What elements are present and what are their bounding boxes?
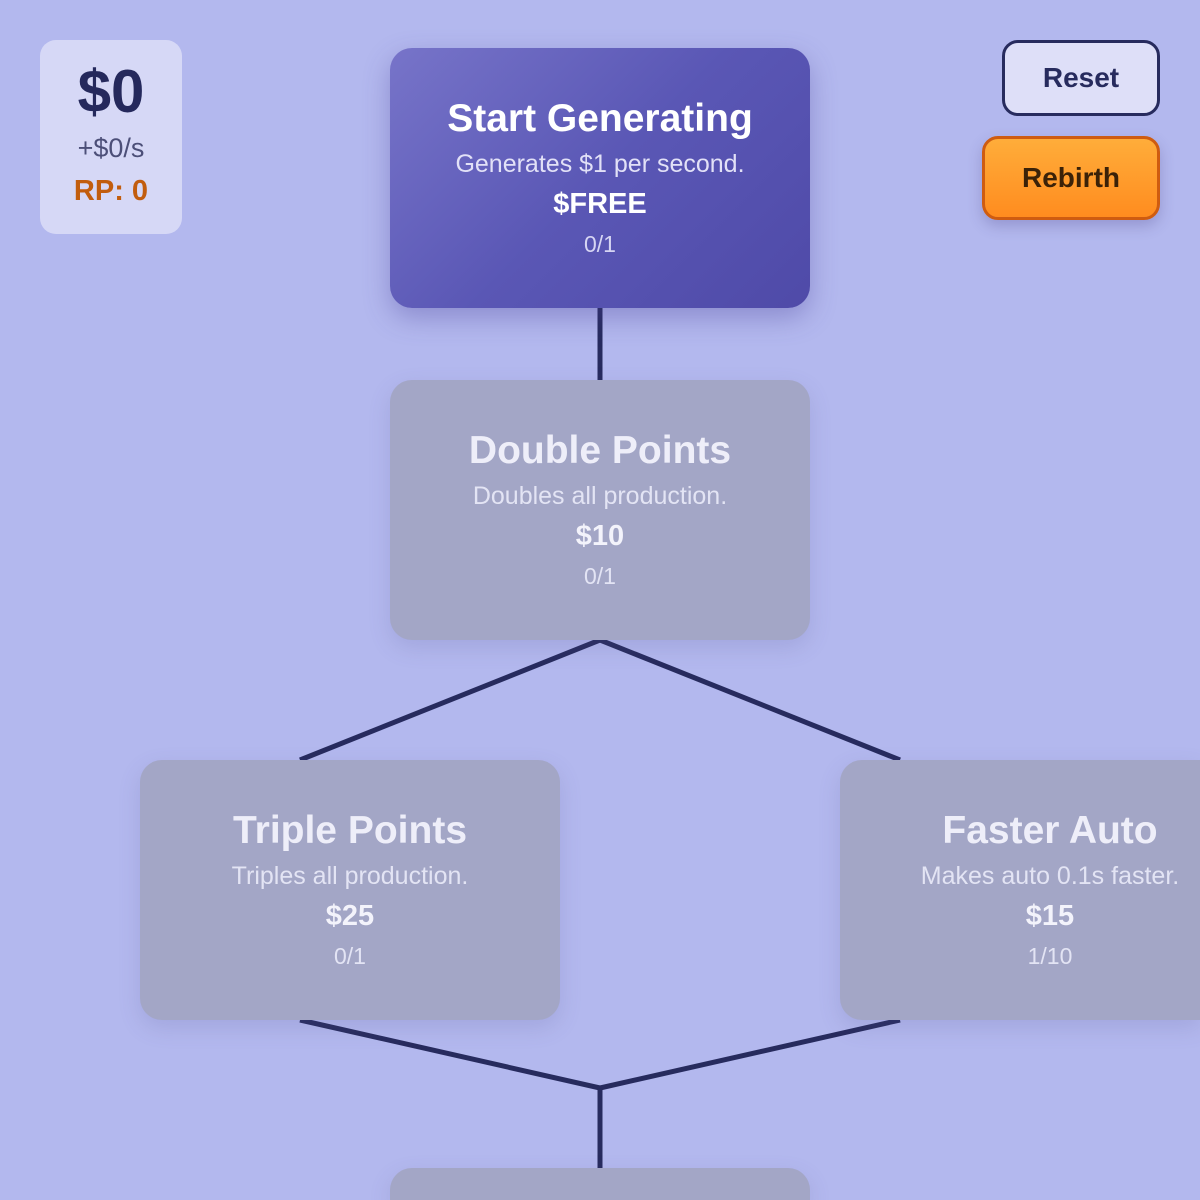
upgrade-description: Doubles all production. bbox=[472, 482, 728, 510]
upgrade-cost: $10 bbox=[575, 520, 625, 552]
reset-button[interactable]: Reset bbox=[1002, 40, 1160, 116]
upgrade-description: Generates $1 per second. bbox=[455, 150, 745, 178]
upgrade-title: Double Points bbox=[468, 429, 732, 472]
upgrade-cost: $FREE bbox=[553, 188, 647, 220]
rebirth-points: RP: 0 bbox=[73, 175, 149, 207]
upgrade-level: 0/1 bbox=[584, 231, 616, 257]
upgrade-description: Triples all production. bbox=[231, 862, 469, 890]
upgrade-title: Faster Auto bbox=[942, 809, 1158, 852]
upgrade-description: Makes auto 0.1s faster. bbox=[920, 862, 1180, 890]
upgrade-node-double-points[interactable]: Double Points Doubles all production. $1… bbox=[390, 380, 810, 640]
connector-faster-merge bbox=[599, 1017, 901, 1091]
upgrade-cost: $25 bbox=[325, 900, 375, 932]
upgrade-title: Triple Points bbox=[232, 809, 468, 852]
connector-double-triple bbox=[299, 637, 601, 763]
upgrade-node-faster-auto[interactable]: Faster Auto Makes auto 0.1s faster. $15 … bbox=[840, 760, 1200, 1020]
money-display: $0 bbox=[77, 58, 145, 125]
connector-triple-merge bbox=[299, 1017, 601, 1091]
upgrade-level: 0/1 bbox=[334, 943, 366, 969]
connector-double-faster bbox=[599, 637, 901, 763]
rebirth-button[interactable]: Rebirth bbox=[982, 136, 1160, 220]
upgrade-title: Start Generating bbox=[447, 97, 753, 140]
stats-panel: $0 +$0/s RP: 0 bbox=[40, 40, 182, 234]
upgrade-node-triple-points[interactable]: Triple Points Triples all production. $2… bbox=[140, 760, 560, 1020]
income-rate: +$0/s bbox=[77, 133, 145, 163]
upgrade-node-start-generating[interactable]: Start Generating Generates $1 per second… bbox=[390, 48, 810, 308]
upgrade-cost: $15 bbox=[1025, 900, 1075, 932]
upgrade-level: 0/1 bbox=[584, 563, 616, 589]
upgrade-level: 1/10 bbox=[1027, 943, 1073, 969]
upgrade-node-next[interactable] bbox=[390, 1168, 810, 1200]
